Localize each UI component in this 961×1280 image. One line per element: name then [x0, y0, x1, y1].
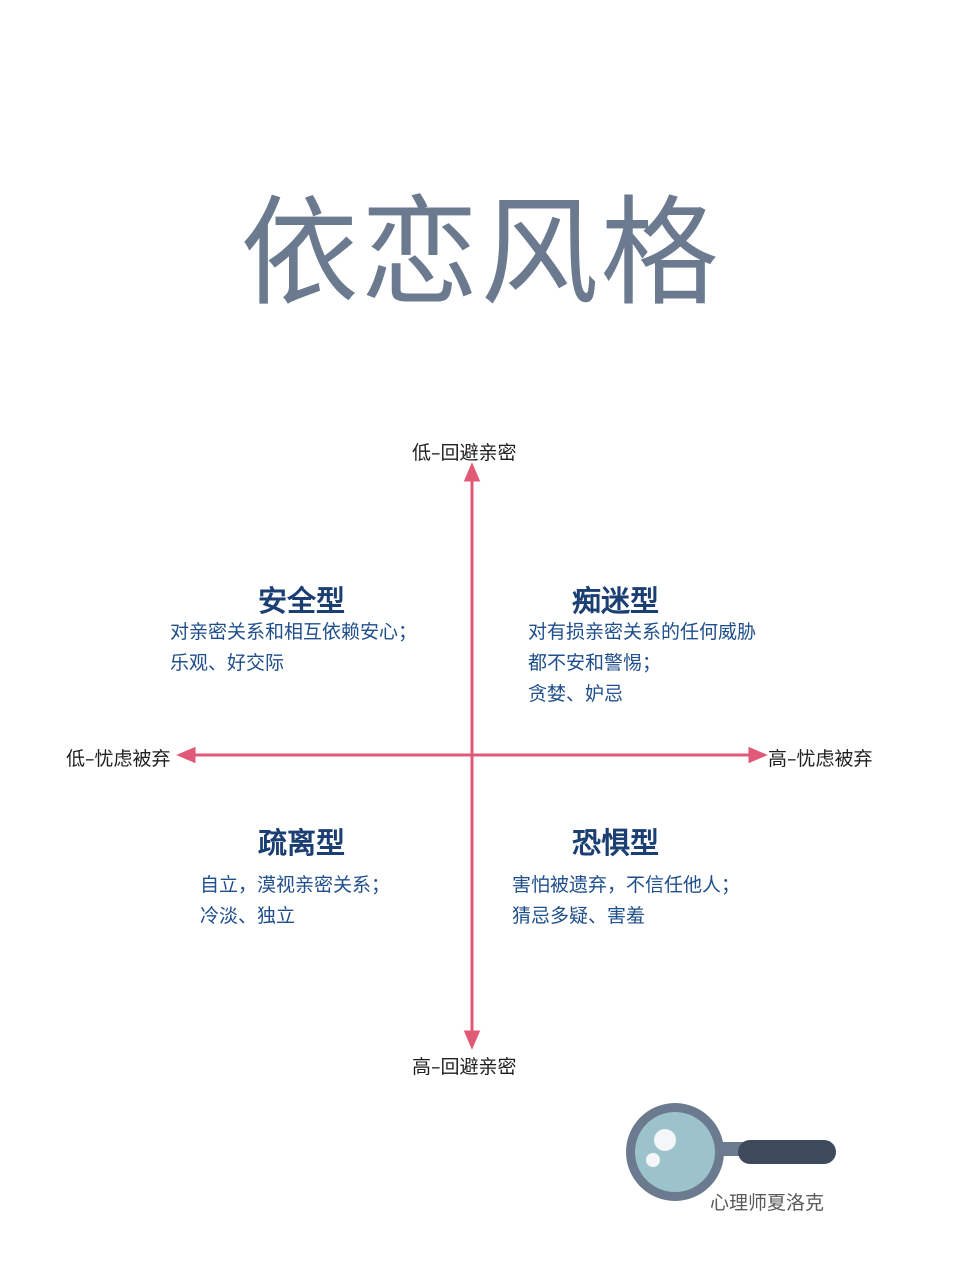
arrow-up-icon: [463, 462, 481, 482]
arrow-right-icon: [748, 746, 768, 764]
quadrant-desc-dismissive: 自立，漠视亲密关系； 冷淡、独立: [200, 870, 390, 932]
quadrant-title-secure: 安全型: [258, 584, 346, 618]
axis-label-left: 低–忧虑被弃: [66, 748, 171, 770]
quadrant-desc-preoccupied: 对有损亲密关系的任何威胁 都不安和警惕； 贪婪、妒忌: [528, 617, 756, 710]
desc-line: 对亲密关系和相互依赖安心；: [170, 621, 418, 643]
quadrant-desc-secure: 对亲密关系和相互依赖安心； 乐观、好交际: [170, 617, 417, 679]
axis-label-right: 高–忧虑被弃: [768, 748, 873, 770]
desc-line: 猜忌多疑、害羞: [512, 905, 646, 927]
desc-line: 都不安和警惕；: [528, 652, 662, 674]
quadrant-desc-fearful: 害怕被遗弃，不信任他人； 猜忌多疑、害羞: [512, 870, 740, 932]
quadrant-title-preoccupied: 痴迷型: [572, 584, 660, 618]
axis-label-top: 低–回避亲密: [412, 442, 517, 464]
arrow-left-icon: [176, 746, 196, 764]
desc-line: 冷淡、独立: [200, 905, 296, 927]
desc-line: 乐观、好交际: [170, 652, 285, 674]
magnifying-glass-icon: [626, 1103, 836, 1201]
brand-label: 心理师夏洛克: [710, 1192, 825, 1214]
quadrant-title-fearful: 恐惧型: [572, 826, 660, 860]
desc-line: 害怕被遗弃，不信任他人；: [512, 874, 741, 896]
axis-label-bottom: 高–回避亲密: [412, 1056, 517, 1078]
page-title: 依恋风格: [240, 184, 721, 322]
desc-line: 自立，漠视亲密关系；: [200, 874, 391, 896]
desc-line: 对有损亲密关系的任何威胁: [528, 621, 757, 643]
desc-line: 贪婪、妒忌: [528, 683, 624, 705]
quadrant-title-dismissive: 疏离型: [258, 826, 346, 860]
arrow-down-icon: [463, 1030, 481, 1050]
